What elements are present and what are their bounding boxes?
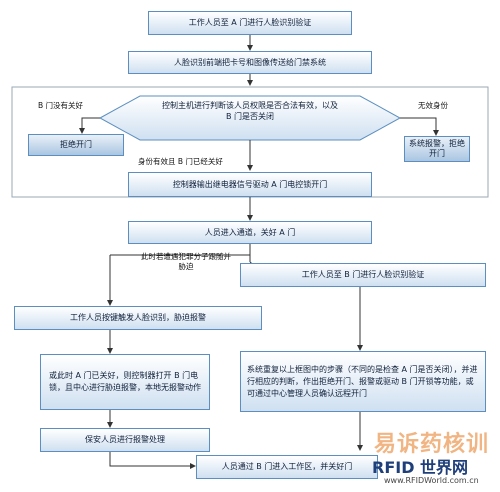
arrow-decision-reject xyxy=(79,117,100,134)
arrow-decision-alarm xyxy=(400,117,439,136)
label-invalid-identity: 无效身份 xyxy=(418,101,448,110)
box-alarm-reject: 系统报警，拒绝开门 xyxy=(404,136,470,162)
step-repeat-b: 系统重复以上框图中的步骤（不同的是检查 A 门是否关闭），并进行相应的判断，作出… xyxy=(240,351,486,412)
step-open-b-duress: 或此时 A 门已关好，则控制器打开 B 门电锁，且中心进行胁迫报警，本地无报警动… xyxy=(40,354,210,410)
box-reject: 拒绝开门 xyxy=(28,134,124,156)
step-enter-corridor: 人员进入通道，关好 A 门 xyxy=(128,221,372,244)
watermark-cn: 易诉药核训 xyxy=(374,432,490,457)
decision-text: 控制主机进行判断该人员权限是否合法有效，以及 B 门是否关闭 xyxy=(162,101,338,121)
watermark-url: www.RFIDWorld.com.cn xyxy=(384,476,479,485)
label-duress: 此时若遭遇犯罪分子跟随并胁迫 xyxy=(141,252,231,271)
step-send-card-image: 人脸识别前端把卡号和图像传送给门禁系统 xyxy=(128,51,372,74)
step-face-verify-a: 工作人员至 A 门进行人脸识别验证 xyxy=(148,11,352,35)
watermark-brand: RFID 世界网 xyxy=(372,458,469,477)
label-b-not-closed: B 门没有关好 xyxy=(38,101,84,110)
step-face-verify-b: 工作人员至 B 门进行人脸识别验证 xyxy=(240,263,486,287)
step-duress-alarm: 工作人员按键触发人脸识别，胁迫报警 xyxy=(14,306,262,330)
step-open-a: 控制器输出继电器信号驱动 A 门电控锁开门 xyxy=(128,172,372,197)
step-enter-workarea: 人员通过 B 门进入工作区，并关好门 xyxy=(196,455,378,479)
arrow-s7-s10 xyxy=(109,452,196,469)
step-security-handle: 保安人员进行报警处理 xyxy=(40,428,210,452)
label-valid: 身份有效且 B 门已经关好 xyxy=(138,157,223,166)
